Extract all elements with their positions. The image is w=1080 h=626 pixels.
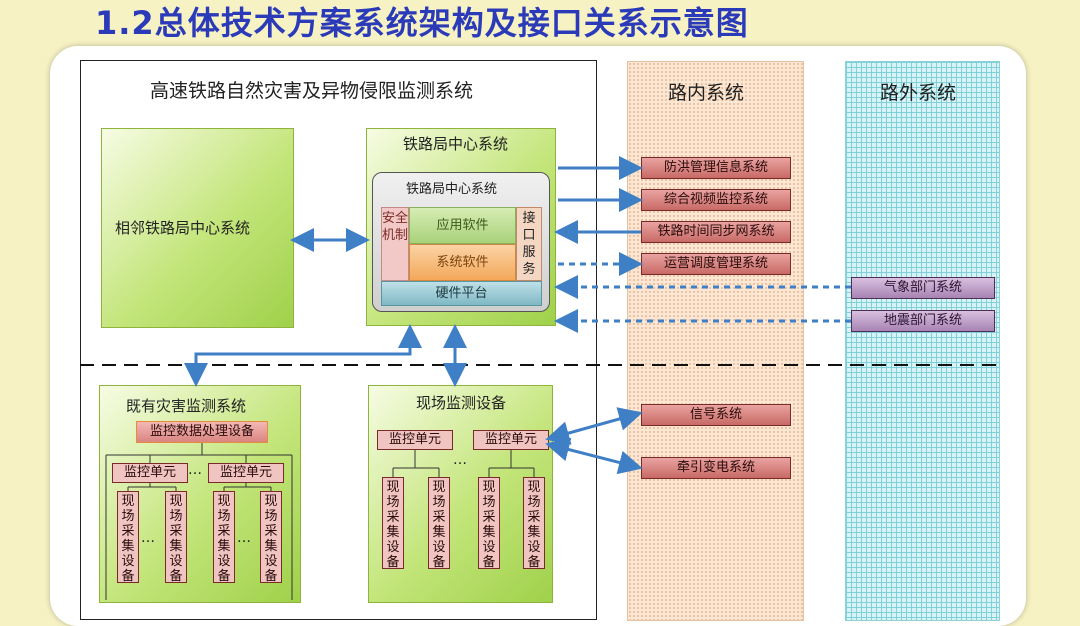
ellipsis: … [188,462,203,478]
field-device-3: 现场采集设备 [478,477,500,570]
external-systems-column [845,61,1000,621]
existing-monitor-unit-2: 监控单元 [208,463,284,483]
arrow-bureau-existing [184,324,422,387]
adjacent-bureau-label: 相邻铁路局中心系统 [115,219,251,237]
flood-management-system: 防洪管理信息系统 [641,157,791,179]
slide-title: 1.2总体技术方案系统架构及接口关系示意图 [95,4,749,42]
field-monitoring-title: 现场监测设备 [416,394,507,412]
hardware-platform: 硬件平台 [381,281,542,306]
bureau-center-inner-title: 铁路局中心系统 [406,182,498,197]
field-tree-lines [392,450,535,477]
existing-field-device-2: 现场采集设备 [165,491,187,584]
safety-mechanism: 安全机制 [381,207,409,281]
arrow-to-signal [545,407,643,445]
bureau-center-title: 铁路局中心系统 [403,135,509,153]
signal-system: 信号系统 [641,404,791,426]
existing-monitor-unit-1: 监控单元 [112,463,188,483]
ellipsis: … [453,452,468,468]
existing-field-device-1: 现场采集设备 [117,491,139,584]
internal-systems-column [627,61,804,621]
earthquake-department-system: 地震部门系统 [851,310,995,332]
existing-tree-lines [105,443,293,600]
time-sync-system: 铁路时间同步网系统 [641,221,791,243]
connector-overlay [80,156,1002,600]
existing-monitoring-title: 既有灾害监测系统 [126,397,247,415]
internal-systems-title: 路内系统 [668,82,745,104]
interface-service: 接口服务 [516,207,542,281]
main-system-title: 高速铁路自然灾害及异物侵限监测系统 [150,80,474,102]
data-processing-device: 监控数据处理设备 [136,421,268,443]
video-monitoring-system: 综合视频监控系统 [641,189,791,211]
ellipsis: … [237,530,252,546]
field-monitor-unit-2: 监控单元 [473,430,549,450]
external-systems-title: 路外系统 [880,82,957,104]
field-monitor-unit-1: 监控单元 [377,430,453,450]
weather-department-system: 气象部门系统 [851,277,995,299]
dispatch-management-system: 运营调度管理系统 [641,253,791,275]
ellipsis: … [141,530,156,546]
existing-field-device-3: 现场采集设备 [213,491,235,584]
existing-field-device-4: 现场采集设备 [260,491,282,584]
arrow-to-traction [545,437,643,475]
traction-power-system: 牵引变电系统 [641,457,791,479]
system-software: 系统软件 [409,244,516,281]
application-software: 应用软件 [409,207,516,244]
field-device-1: 现场采集设备 [382,477,404,570]
field-device-2: 现场采集设备 [428,477,450,570]
field-device-4: 现场采集设备 [523,477,545,570]
